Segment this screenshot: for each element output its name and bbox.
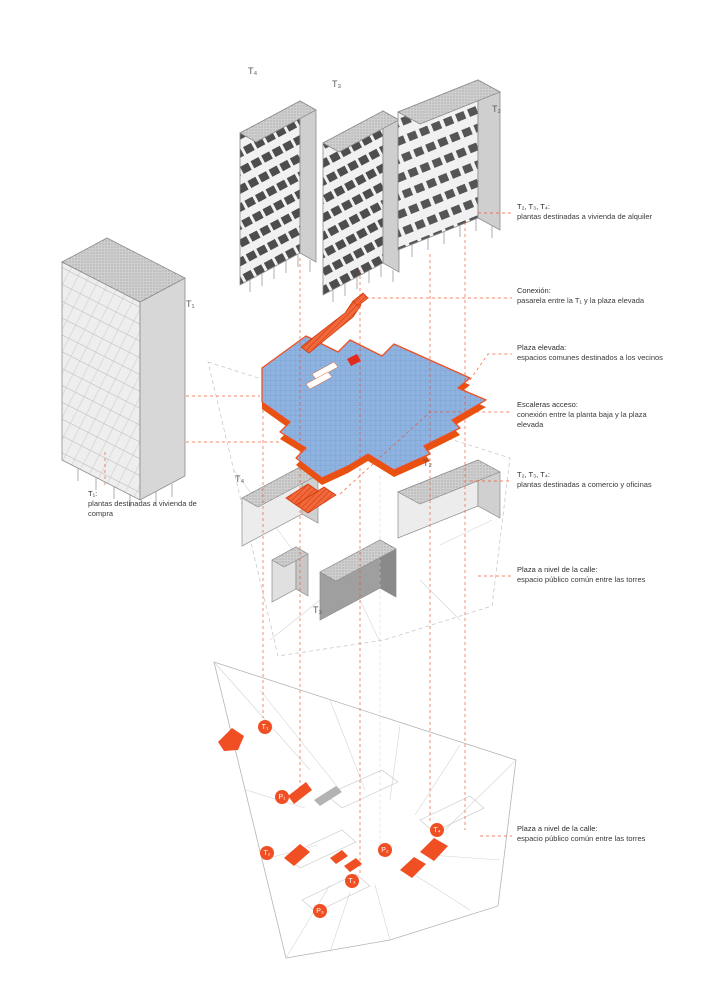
annotation-conexion: Conexión: pasarela entre la T₁ y la plaz… bbox=[517, 286, 669, 306]
plaza-bench-strip-2 bbox=[305, 371, 333, 390]
annotation-body: plantas destinadas a vivienda de compra bbox=[88, 499, 197, 519]
tower-label-t4-top: T₄ bbox=[248, 66, 258, 76]
commercial-block-small bbox=[271, 546, 309, 603]
tower-t4 bbox=[239, 100, 317, 292]
annotation-title: T₂, T₃, T₄: bbox=[517, 470, 550, 479]
commercial-block-t3 bbox=[319, 539, 397, 621]
street-level-plan bbox=[213, 661, 517, 959]
annotation-comercio-oficinas: T₂, T₃, T₄: plantas destinadas a comerci… bbox=[517, 470, 669, 490]
tower-label-t3-mid: T₃ bbox=[313, 605, 323, 615]
elevator-box bbox=[347, 354, 361, 366]
plan-label-p2: P₂ bbox=[378, 843, 392, 857]
plan-label-t4: T₄ bbox=[430, 823, 444, 837]
street-plan-orange-arrows bbox=[218, 728, 448, 878]
tower-t4-pilotis bbox=[249, 255, 311, 292]
tower-t1 bbox=[61, 237, 186, 507]
tower-label-t2-mid: T₂ bbox=[423, 458, 432, 468]
annotation-body: conexión entre la planta baja y la plaza… bbox=[517, 410, 647, 430]
annotation-plaza-calle-bottom: Plaza a nivel de la calle: espacio públi… bbox=[517, 824, 669, 844]
tower-t2 bbox=[397, 79, 501, 257]
plan-label-p1: P₁ bbox=[275, 790, 289, 804]
commercial-block-t2 bbox=[397, 459, 501, 539]
annotation-plaza-elevada: Plaza elevada: espacios comunes destinad… bbox=[517, 343, 669, 363]
tower-t1-pilotis bbox=[77, 468, 173, 507]
tower-t3 bbox=[322, 110, 400, 302]
annotation-body: espacio público común entre las torres bbox=[517, 575, 646, 585]
plan-label-t2: T₂ bbox=[260, 846, 274, 860]
elevated-plaza bbox=[261, 335, 487, 485]
tower-t3-pilotis bbox=[332, 265, 394, 302]
access-stairs bbox=[285, 483, 337, 514]
annotation-title: Plaza elevada: bbox=[517, 343, 567, 352]
plaza-deck bbox=[261, 335, 487, 479]
annotation-title: Conexión: bbox=[517, 286, 551, 295]
annotation-title: Plaza a nivel de la calle: bbox=[517, 565, 598, 574]
tower-label-t1: T₁ bbox=[186, 299, 195, 309]
annotation-vivienda-alquiler: T₂, T₃, T₄: plantas destinadas a viviend… bbox=[517, 202, 669, 222]
tower-label-t3-top: T₃ bbox=[332, 79, 342, 89]
orange-dashed-connectors bbox=[104, 222, 466, 874]
plaza-bench-strip bbox=[311, 361, 339, 380]
annotation-body: plantas destinadas a comercio y oficinas bbox=[517, 480, 652, 490]
annotation-body: pasarela entre la T₁ y la plaza elevada bbox=[517, 296, 645, 306]
leader-lines bbox=[339, 212, 512, 837]
plan-label-t1: T₁ bbox=[258, 720, 272, 734]
plan-label-t3: T₃ bbox=[345, 874, 359, 888]
annotation-t1-vivienda-compra: T₁: plantas destinadas a vivienda de com… bbox=[88, 489, 220, 519]
annotation-title: Escaleras acceso: bbox=[517, 400, 578, 409]
annotation-title: T₂, T₃, T₄: bbox=[517, 202, 550, 211]
tower-t2-pilotis bbox=[411, 219, 493, 257]
street-plan-gray-arrow bbox=[314, 786, 342, 806]
annotation-title: T₁: bbox=[88, 489, 98, 498]
annotation-body: espacios comunes destinados a los vecino… bbox=[517, 353, 663, 363]
tower-label-t4-mid: T₄ bbox=[235, 474, 245, 484]
annotation-escaleras-acceso: Escaleras acceso: conexión entre la plan… bbox=[517, 400, 669, 430]
tower-label-t2-top: T₂ bbox=[492, 104, 501, 114]
annotation-body: espacio público común entre las torres bbox=[517, 834, 646, 844]
plan-label-p3: P₃ bbox=[313, 904, 327, 918]
annotation-plaza-calle-mid: Plaza a nivel de la calle: espacio públi… bbox=[517, 565, 669, 585]
annotation-title: Plaza a nivel de la calle: bbox=[517, 824, 598, 833]
annotation-body: plantas destinadas a vivienda de alquile… bbox=[517, 212, 653, 222]
